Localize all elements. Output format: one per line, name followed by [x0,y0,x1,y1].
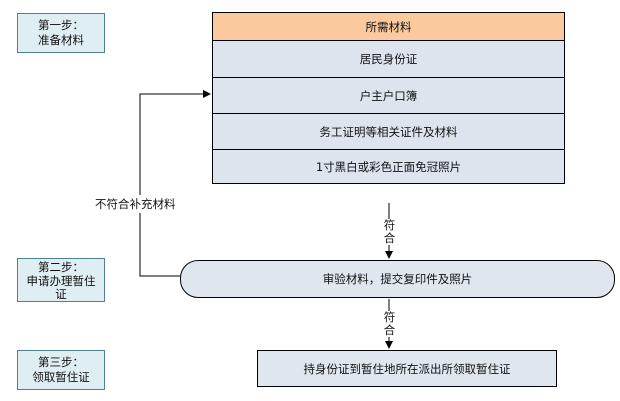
materials-table: 所需材料 居民身份证 户主户口簿 务工证明等相关证件及材料 1寸黑白或彩色正面免… [212,12,565,184]
review-box: 审验材料，提交复印件及照片 [180,260,615,298]
step3-line2: 领取暂住证 [32,370,90,384]
reject-label: 不符合补充材料 [95,195,176,213]
pass-label-1: 符合 [383,218,396,245]
pass-label-2: 符合 [383,310,396,337]
materials-header: 所需材料 [213,13,564,40]
material-item-photo: 1寸黑白或彩色正面免冠照片 [213,149,564,183]
material-item-work-proof: 务工证明等相关证件及材料 [213,113,564,149]
final-label: 持身份证到暂住地所在派出所领取暂住证 [303,361,511,376]
step2-box: 第二步： 申请办理暂住 证 [17,258,105,302]
step3-line1: 第三步： [38,355,84,369]
step1-box: 第一步： 准备材料 [17,13,105,53]
step1-line2: 准备材料 [38,33,84,47]
material-item-id-card: 居民身份证 [213,40,564,77]
step1-line1: 第一步： [38,18,84,32]
step2-line3: 证 [55,287,67,301]
step2-line2: 申请办理暂住 [26,273,96,288]
final-box: 持身份证到暂住地所在派出所领取暂住证 [257,350,557,387]
step3-box: 第三步： 领取暂住证 [17,350,105,390]
material-item-household-register: 户主户口簿 [213,77,564,113]
review-label: 审验材料，提交复印件及照片 [322,272,473,286]
reject-loop-line [139,90,211,277]
step2-line1: 第二步： [38,260,84,274]
